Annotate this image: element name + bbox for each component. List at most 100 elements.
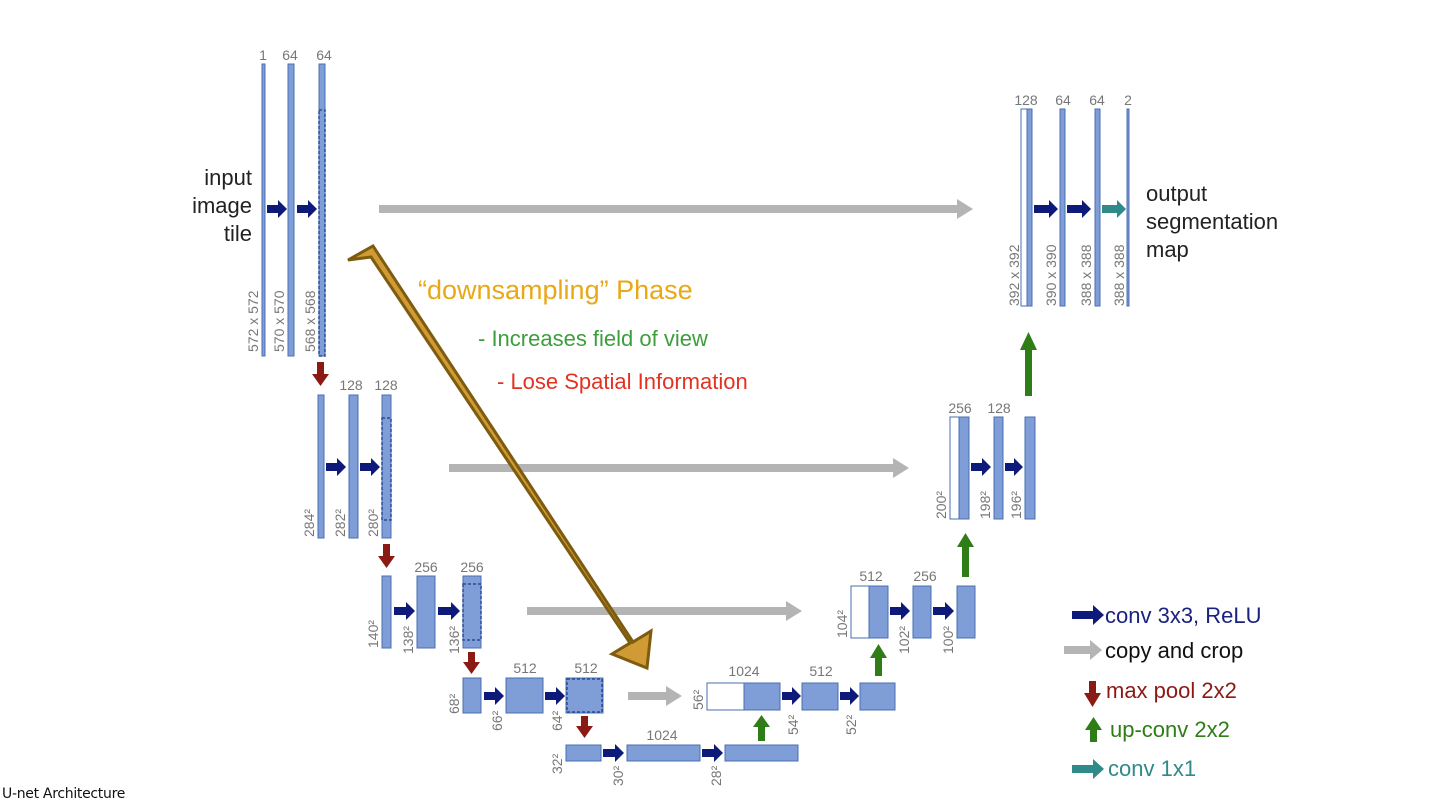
crop-region xyxy=(381,417,392,521)
channel-label: 128 xyxy=(339,377,363,393)
upconv-arrow-icon xyxy=(957,533,974,577)
copy-arrow-icon xyxy=(628,686,682,706)
output-label: output segmentation map xyxy=(1146,181,1278,262)
decoder-level-1 xyxy=(1020,108,1130,307)
size-label: 56² xyxy=(690,689,706,710)
downsampling-arrow xyxy=(347,244,653,671)
size-label: 68² xyxy=(446,693,462,714)
crop-region xyxy=(462,583,482,641)
size-label: 570 x 570 xyxy=(271,290,287,352)
copied-block xyxy=(949,416,960,520)
size-label: 32² xyxy=(549,753,565,774)
size-label: 280² xyxy=(365,509,381,537)
channel-label: 512 xyxy=(859,568,883,584)
legend: conv 3x3, ReLU copy and crop max pool 2x… xyxy=(1064,603,1262,781)
conv-arrow-icon xyxy=(297,200,317,218)
pool-arrow-icon xyxy=(312,362,329,386)
size-label: 198² xyxy=(977,491,993,519)
legend-label-conv1x1: conv 1x1 xyxy=(1108,756,1196,781)
conv-arrow-icon xyxy=(1072,605,1104,625)
max-pool-arrows xyxy=(312,362,593,738)
channel-label: 512 xyxy=(809,663,833,679)
size-label: 28² xyxy=(708,765,724,786)
channel-label: 1024 xyxy=(646,727,677,743)
size-label: 196² xyxy=(1008,491,1024,519)
conv-arrow-icon xyxy=(840,687,859,705)
block-64ch-pooled xyxy=(317,394,325,539)
channel-label: 1024 xyxy=(728,663,759,679)
conv-arrow-icon xyxy=(782,687,801,705)
conv-arrow-icon xyxy=(890,602,910,620)
block-128ch-pooled xyxy=(381,575,392,649)
channel-label: 256 xyxy=(948,400,972,416)
pool-arrow-icon xyxy=(1084,681,1101,707)
block-256ch-c xyxy=(912,585,932,639)
upconv-block xyxy=(868,585,889,639)
block-256ch-b xyxy=(462,575,482,649)
upconv-arrow-icon xyxy=(753,715,770,741)
crop-region xyxy=(566,678,603,713)
block-64ch-c xyxy=(1059,108,1066,307)
decoder-level-2 xyxy=(949,416,1036,520)
channel-label: 256 xyxy=(414,559,438,575)
conv1x1-arrow-icon xyxy=(1072,759,1104,779)
copy-arrow-icon xyxy=(379,199,973,219)
size-label: 388 x 388 xyxy=(1111,244,1127,306)
upconv-arrows xyxy=(753,332,1037,741)
size-label: 572 x 572 xyxy=(245,290,261,352)
block-256ch-d xyxy=(956,585,976,639)
block-128ch-c xyxy=(993,416,1004,520)
upconv-block xyxy=(743,682,781,711)
channel-label: 64 xyxy=(1089,92,1105,108)
output-label-line1: output xyxy=(1146,181,1207,206)
block-512ch-b xyxy=(565,677,604,714)
block-256ch-pooled xyxy=(462,677,482,714)
size-label: 52² xyxy=(843,714,859,735)
block-64ch-d xyxy=(1094,108,1101,307)
decoder-level-4 xyxy=(706,682,896,711)
encoder-level-3 xyxy=(381,575,482,649)
upconv-arrow-icon xyxy=(1020,332,1037,396)
upconv-block xyxy=(1026,108,1033,307)
size-label: 100² xyxy=(940,626,956,654)
size-label: 102² xyxy=(896,626,912,654)
block-1024ch-b xyxy=(724,744,799,762)
copy-arrow-icon xyxy=(1064,640,1102,660)
copy-crop-arrows xyxy=(379,199,973,706)
size-label: 104² xyxy=(834,610,850,638)
conv-arrow-icon xyxy=(603,744,624,762)
annotation: “downsampling” Phase - Increases field o… xyxy=(418,275,748,394)
channel-label: 256 xyxy=(460,559,484,575)
size-label: 138² xyxy=(400,626,416,654)
conv-arrow-icon xyxy=(326,458,346,476)
size-label: 66² xyxy=(489,710,505,731)
annotation-title: “downsampling” Phase xyxy=(418,275,693,305)
legend-label-conv: conv 3x3, ReLU xyxy=(1105,603,1262,628)
copy-arrow-icon xyxy=(527,601,802,621)
size-label: 200² xyxy=(933,491,949,519)
block-128ch-b xyxy=(381,394,392,539)
conv-arrow-icon xyxy=(438,602,460,620)
pool-arrow-icon xyxy=(463,652,480,674)
size-label: 54² xyxy=(785,714,801,735)
legend-label-pool: max pool 2x2 xyxy=(1106,678,1237,703)
conv-arrow-icon xyxy=(1005,458,1023,476)
legend-label-upconv: up-conv 2x2 xyxy=(1110,717,1230,742)
block-128ch-d xyxy=(1024,416,1036,520)
legend-label-copy: copy and crop xyxy=(1105,638,1243,663)
block-64ch-a xyxy=(287,63,295,357)
pool-arrow-icon xyxy=(576,716,593,738)
conv-arrow-icon xyxy=(267,200,287,218)
conv-arrow-icon xyxy=(702,744,723,762)
crop-region xyxy=(318,109,326,357)
channel-label: 128 xyxy=(374,377,398,393)
block-1ch xyxy=(261,63,266,357)
conv-arrow-icon xyxy=(1067,200,1091,218)
upconv-block xyxy=(958,416,970,520)
decoder-level-3 xyxy=(850,585,976,639)
channel-label: 64 xyxy=(316,47,332,63)
conv-arrow-icon xyxy=(971,458,991,476)
output-label-line3: map xyxy=(1146,237,1189,262)
channel-label: 64 xyxy=(282,47,298,63)
